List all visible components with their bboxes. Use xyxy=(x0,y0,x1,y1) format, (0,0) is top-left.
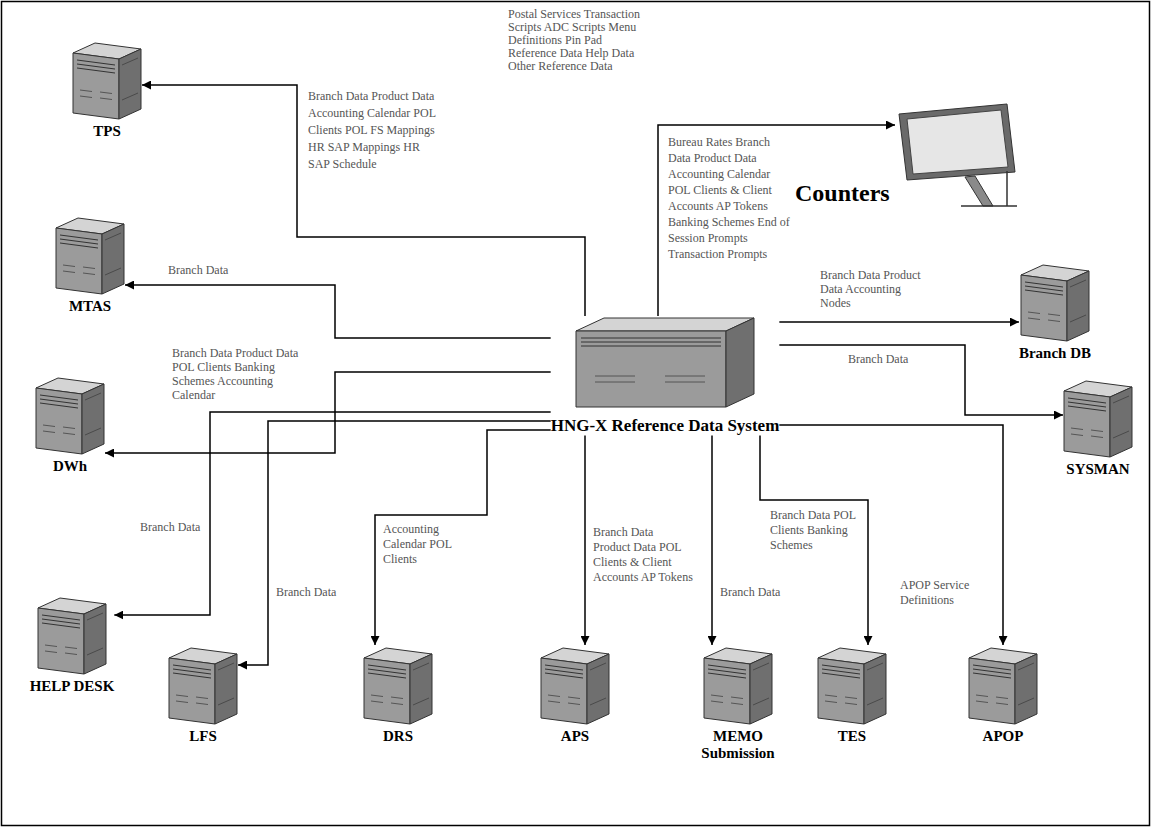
server-node: LFS xyxy=(168,645,238,745)
server-icon-use xyxy=(1021,265,1089,341)
connector-group xyxy=(105,85,1063,665)
flow-label: Branch Data xyxy=(168,263,258,278)
node-name: MTAS xyxy=(55,298,125,315)
server-icon-use xyxy=(38,598,106,674)
server-icon xyxy=(1063,378,1133,458)
server-node: HELP DESK xyxy=(30,595,115,695)
flow-label: Branch Data xyxy=(140,520,206,535)
flow-label: Bureau Rates Branch Data Product Data Ac… xyxy=(668,134,792,262)
server-icon xyxy=(363,645,433,725)
data-flow-arrow xyxy=(238,421,551,665)
server-icon-use xyxy=(1064,381,1132,457)
flow-label: Branch Data xyxy=(848,352,938,367)
server-node: APOP xyxy=(968,645,1038,745)
data-flow-arrow xyxy=(114,412,550,615)
counter-terminal: Counters xyxy=(895,100,1020,210)
server-icon-use xyxy=(969,648,1037,724)
node-name: APOP xyxy=(968,728,1038,745)
data-flow-arrow xyxy=(779,321,1019,323)
server-icon xyxy=(703,645,773,725)
server-icon-use xyxy=(364,648,432,724)
server-node: APS xyxy=(540,645,610,745)
server-icon-use xyxy=(704,648,772,724)
server-icon-use xyxy=(73,43,141,119)
node-name: TES xyxy=(817,728,887,745)
flow-label-box: Branch Data Product Data POL Clients & C… xyxy=(593,525,693,585)
server-node: MTAS xyxy=(55,215,125,315)
server-icon xyxy=(35,375,105,455)
data-flow-arrow xyxy=(584,436,586,645)
server-icon xyxy=(817,645,887,725)
server-node: DWh xyxy=(35,375,105,475)
server-node: TPS xyxy=(72,40,142,140)
flow-label-box: Branch Data xyxy=(140,520,206,535)
flow-label-box: Branch Data Product Data Accounting Cale… xyxy=(308,88,443,173)
node-name: SYSMAN xyxy=(1063,461,1133,478)
server-node: DRS xyxy=(363,645,433,745)
flow-label-box: Branch Data xyxy=(276,585,356,600)
flow-label-box: Branch Data xyxy=(720,585,800,600)
data-flow-arrow xyxy=(760,436,868,645)
server-node: MEMO Submission xyxy=(691,645,786,763)
flow-label: APOP Service Definitions xyxy=(900,578,998,608)
server-icon-use xyxy=(541,648,609,724)
server-node: HNG-X Reference Data System xyxy=(551,316,780,436)
data-flow-arrow xyxy=(375,430,551,645)
node-name: TPS xyxy=(72,123,142,140)
node-name: HELP DESK xyxy=(30,678,115,695)
flow-label: Branch Data POL Clients Banking Schemes xyxy=(770,508,862,553)
server-icon xyxy=(540,645,610,725)
flow-label: Branch Data Product Data POL Clients & C… xyxy=(593,525,693,585)
server-icon xyxy=(168,645,238,725)
flow-label-box: Branch Data Product Data POL Clients Ban… xyxy=(172,346,314,402)
node-name: MEMO Submission xyxy=(691,728,786,763)
flow-label: Branch Data xyxy=(720,585,800,600)
server-node: TES xyxy=(817,645,887,745)
node-name: LFS xyxy=(168,728,238,745)
node-name: HNG-X Reference Data System xyxy=(551,416,780,436)
data-flow-arrow xyxy=(711,436,713,645)
wide-icon xyxy=(575,316,755,408)
tablet-icon-use xyxy=(899,104,1017,206)
server-node: Branch DB xyxy=(1019,262,1091,362)
flow-label: Branch Data Product Data Accounting Cale… xyxy=(308,88,443,173)
server-icon-use xyxy=(818,648,886,724)
server-icon-use xyxy=(169,648,237,724)
flow-label-box: Branch Data POL Clients Banking Schemes xyxy=(770,508,862,553)
data-flow-arrow xyxy=(142,85,585,316)
flow-label-box: Branch Data Product Data Accounting Node… xyxy=(820,268,925,310)
flow-label-box: Branch Data xyxy=(168,263,258,278)
server-icon-use xyxy=(56,218,124,294)
server-icon xyxy=(55,215,125,295)
node-name: Branch DB xyxy=(1019,345,1091,362)
flow-label: Postal Services Transaction Scripts ADC … xyxy=(508,8,648,73)
node-name: APS xyxy=(540,728,610,745)
flow-label: Branch Data Product Data Accounting Node… xyxy=(820,268,925,310)
data-flow-arrow xyxy=(125,285,551,338)
flow-label-box: APOP Service Definitions xyxy=(900,578,998,608)
server-icon-use xyxy=(36,378,104,454)
server-icon xyxy=(37,595,107,675)
flow-label: Branch Data Product Data POL Clients Ban… xyxy=(172,346,314,402)
node-name: Counters xyxy=(795,180,890,208)
server-node: SYSMAN xyxy=(1063,378,1133,478)
flow-label-box: Accounting Calendar POL Clients xyxy=(383,522,485,567)
server-icon xyxy=(1020,262,1090,342)
flow-label-box: Branch Data xyxy=(848,352,938,367)
node-name: DWh xyxy=(35,458,105,475)
flow-label-box: Bureau Rates Branch Data Product Data Ac… xyxy=(668,134,792,262)
flow-label: Accounting Calendar POL Clients xyxy=(383,522,485,567)
wide-icon-use xyxy=(576,318,754,407)
node-name: DRS xyxy=(363,728,433,745)
server-icon xyxy=(72,40,142,120)
server-icon xyxy=(968,645,1038,725)
flow-label-box: Postal Services Transaction Scripts ADC … xyxy=(508,8,648,73)
tablet-icon xyxy=(895,100,1020,210)
flow-label: Branch Data xyxy=(276,585,356,600)
